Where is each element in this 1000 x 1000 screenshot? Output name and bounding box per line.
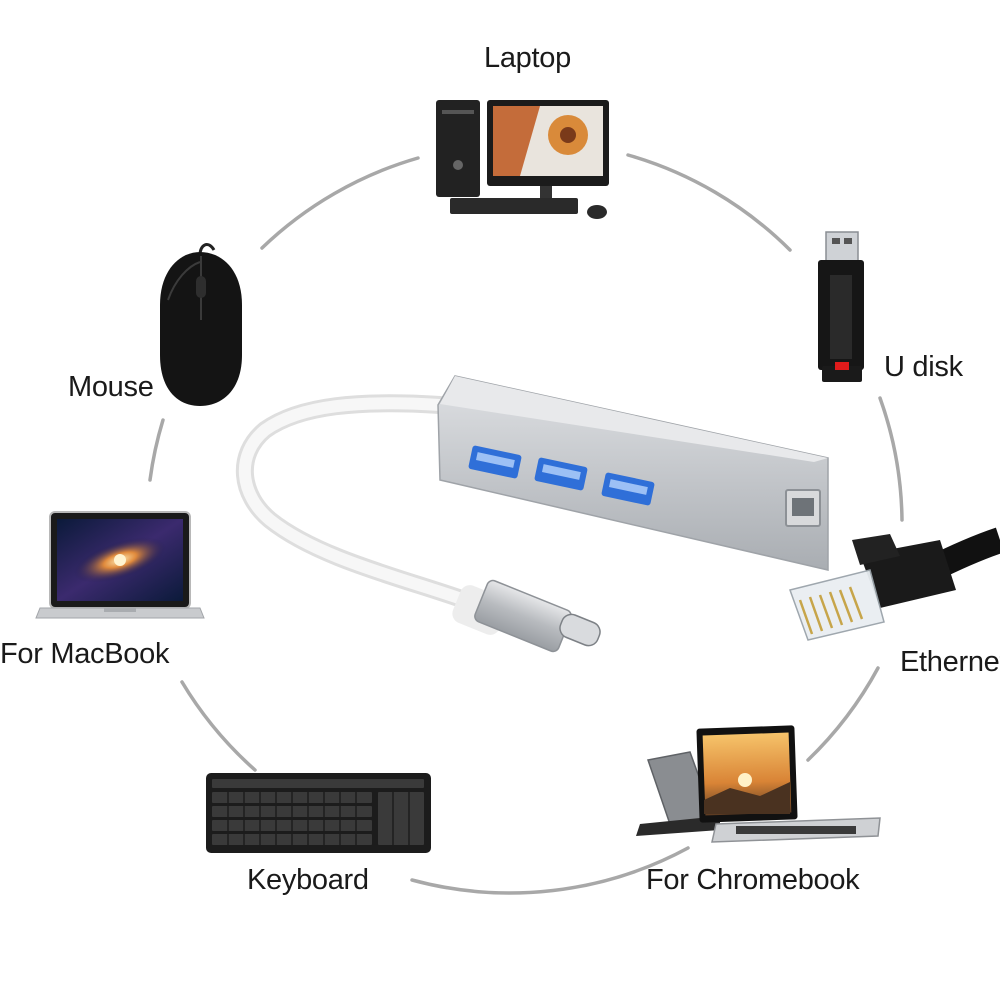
label-mouse: Mouse: [68, 371, 154, 403]
ring-arc-right-lower: [806, 666, 880, 762]
label-u-disk-wrap: U disk: [884, 351, 963, 383]
ring-arc-right-upper: [878, 396, 904, 522]
label-mouse-wrap: Mouse: [68, 371, 154, 403]
label-chromebook: For Chromebook: [646, 864, 860, 896]
label-keyboard-wrap: Keyboard: [247, 864, 369, 896]
ring-arc-bottom: [410, 846, 690, 895]
usb-c-plug: [452, 579, 601, 653]
pc-mouse: [587, 205, 607, 219]
label-macbook-wrap: For MacBook: [0, 638, 170, 670]
connection-ring: [148, 153, 904, 895]
label-chromebook-wrap: For Chromebook: [646, 864, 860, 896]
pc-tower: [436, 100, 480, 197]
label-laptop-wrap: Laptop: [484, 42, 571, 74]
usb-port: [601, 472, 655, 506]
label-u-disk: U disk: [884, 351, 963, 383]
label-ethernet: Ethernet: [900, 646, 1000, 678]
ring-arc-left: [148, 418, 165, 482]
label-laptop: Laptop: [484, 42, 571, 74]
ring-arc-top-left: [260, 156, 420, 250]
desktop-computer-icon: [436, 100, 609, 219]
hub-cable: [235, 394, 479, 611]
pc-keyboard: [450, 198, 578, 214]
label-keyboard: Keyboard: [247, 864, 369, 896]
chromebook-icon: [636, 725, 881, 843]
usb-c-hub-icon: [235, 375, 829, 653]
keyboard-icon: [206, 773, 431, 853]
usb-port: [534, 457, 588, 491]
label-ethernet-wrap: Ethernet: [900, 646, 1000, 678]
ring-arc-bottom-left: [180, 680, 257, 772]
computer-mouse-icon: [160, 243, 242, 406]
rj45-cable-icon: [789, 527, 1000, 641]
usb-port: [468, 445, 522, 479]
ring-arc-top-right: [626, 153, 792, 252]
label-macbook: For MacBook: [0, 638, 170, 670]
macbook-laptop-icon: [35, 511, 205, 619]
rj45-port: [785, 489, 821, 527]
usb-flash-drive-icon: [818, 231, 864, 382]
